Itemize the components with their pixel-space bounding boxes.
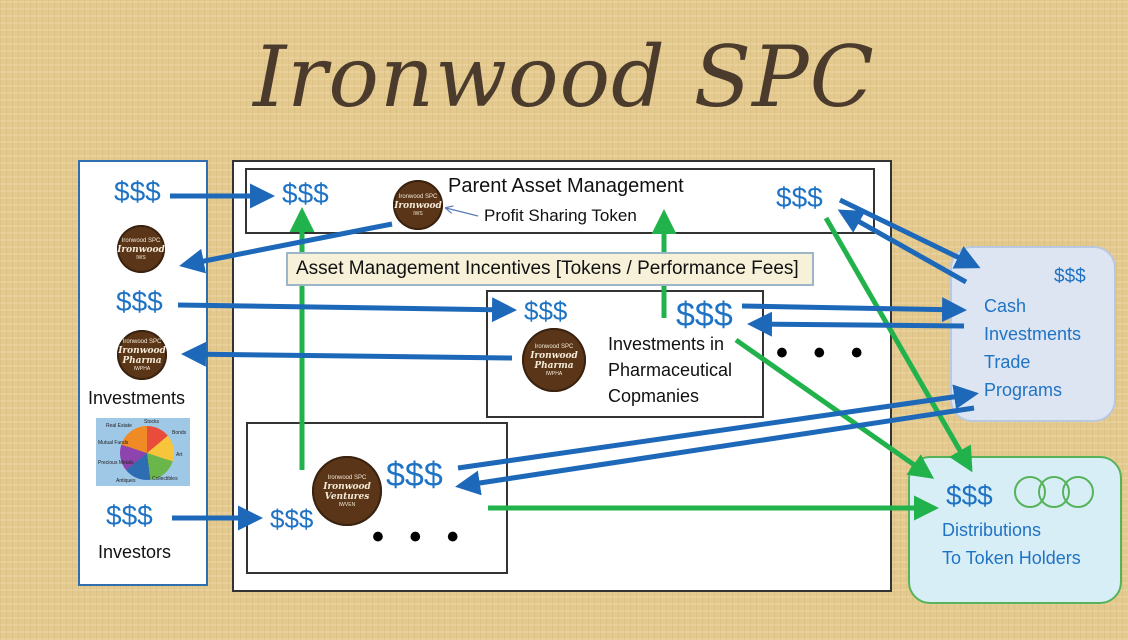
ventures-right-dollars: $$$ — [386, 456, 443, 494]
blue-arrow-pharma-to-cash — [741, 297, 967, 323]
incentives-label-box — [286, 252, 814, 286]
coin-ticker: IWVEN — [338, 501, 356, 508]
pharma-line-3: Copmanies — [608, 386, 700, 406]
investors-label: Investors — [98, 542, 172, 562]
coin-name: Ironwood Ventures — [323, 481, 371, 502]
pharma-line-1: Investments in — [608, 334, 725, 354]
blue-arrow-token-to-left — [179, 221, 393, 274]
coin-top-label: Ironwood SPC — [398, 193, 438, 200]
pharma-right-dollars: $$$ — [676, 296, 733, 334]
pie-disc — [120, 426, 174, 480]
parent-asset-box — [245, 168, 875, 234]
blue-arrow-ventures-to-cash — [457, 384, 979, 471]
token-pointer-arrow — [446, 208, 479, 217]
ventures-coin: Ironwood SPC Ironwood Ventures IWVEN — [312, 456, 382, 526]
coin-name: Ironwood Pharma — [118, 345, 166, 366]
incentives-label: Asset Management Incentives [Tokens / Pe… — [296, 258, 799, 279]
coin-ticker: IWPHA — [545, 370, 563, 377]
page-title: Ironwood SPC — [253, 28, 875, 126]
distributions-line-2: To Token Holders — [942, 548, 1081, 568]
blue-arrow-cash-to-ventures — [455, 405, 975, 496]
ventures-box — [246, 422, 508, 574]
pie-label: Precious Metals — [98, 460, 134, 466]
cash-line-4: Programs — [984, 380, 1063, 400]
ventures-left-dollars: $$$ — [270, 504, 314, 534]
coin-ticker: IWS — [136, 254, 146, 261]
coin-top-label: Ironwood SPC — [121, 237, 161, 244]
coin-top-label: Ironwood SPC — [122, 338, 162, 345]
pharma-line-2: Pharmaceutical — [608, 360, 733, 380]
profit-sharing-token-label: Profit Sharing Token — [484, 206, 637, 225]
blue-arrow-left-to-pharma — [177, 297, 517, 323]
cash-line-1: Cash — [984, 296, 1027, 316]
left-ironwood-coin: Ironwood SPC Ironwood IWS — [117, 225, 165, 273]
investment-pie-image: Real Estate Stocks Bonds Mutual Funds Ar… — [96, 418, 190, 486]
blue-arrow-cash-to-parent — [837, 209, 968, 285]
investments-label: Investments — [88, 388, 186, 408]
coin-ticker: IWS — [413, 210, 423, 217]
blue-arrow-cash-to-pharma — [747, 311, 965, 337]
coin-name: Ironwood — [394, 200, 442, 211]
left-dollars-3: $$$ — [106, 500, 153, 531]
coin-name: Ironwood Pharma — [530, 350, 578, 371]
ellipsis-ventures: • • • — [372, 518, 467, 556]
parent-left-dollars: $$$ — [282, 178, 329, 209]
blue-arrow-pharma-coin-to-left — [181, 341, 513, 367]
coin-ticker: IWPHA — [133, 365, 151, 372]
pie-label: Stocks — [144, 419, 160, 425]
cash-line-3: Trade — [984, 352, 1031, 372]
pie-label: Art — [176, 452, 183, 458]
pie-label: Real Estate — [106, 423, 132, 429]
token-ring-icon — [1062, 476, 1094, 508]
left-pharma-coin: Ironwood SPC Ironwood Pharma IWPHA — [117, 330, 167, 380]
parent-ironwood-coin: Ironwood SPC Ironwood IWS — [393, 180, 443, 230]
coin-name: Ironwood — [117, 244, 165, 255]
blue-arrow-parent-to-cash — [838, 197, 981, 269]
coin-top-label: Ironwood SPC — [327, 474, 367, 481]
parent-right-dollars: $$$ — [776, 182, 823, 213]
distributions-dollars: $$$ — [946, 480, 993, 511]
left-dollars-1: $$$ — [114, 176, 161, 207]
pie-label: Mutual Funds — [98, 440, 129, 446]
distributions-line-1: Distributions — [942, 520, 1042, 540]
pie-label: Collectibles — [152, 476, 178, 482]
pharma-coin: Ironwood SPC Ironwood Pharma IWPHA — [522, 328, 586, 392]
green-arrow-parent-to-distributions — [823, 216, 973, 473]
cash-line-2: Investments — [984, 324, 1082, 344]
pharma-left-dollars: $$$ — [524, 296, 568, 326]
cash-dollars: $$$ — [1054, 266, 1086, 287]
pie-label: Antiques — [116, 478, 136, 484]
coin-top-label: Ironwood SPC — [534, 343, 574, 350]
parent-title: Parent Asset Management — [448, 175, 684, 197]
ellipsis-pharma: • • • — [776, 334, 871, 372]
green-arrow-pharma-to-distributions — [734, 337, 935, 479]
left-dollars-2: $$$ — [116, 286, 163, 317]
pie-label: Bonds — [172, 430, 187, 436]
